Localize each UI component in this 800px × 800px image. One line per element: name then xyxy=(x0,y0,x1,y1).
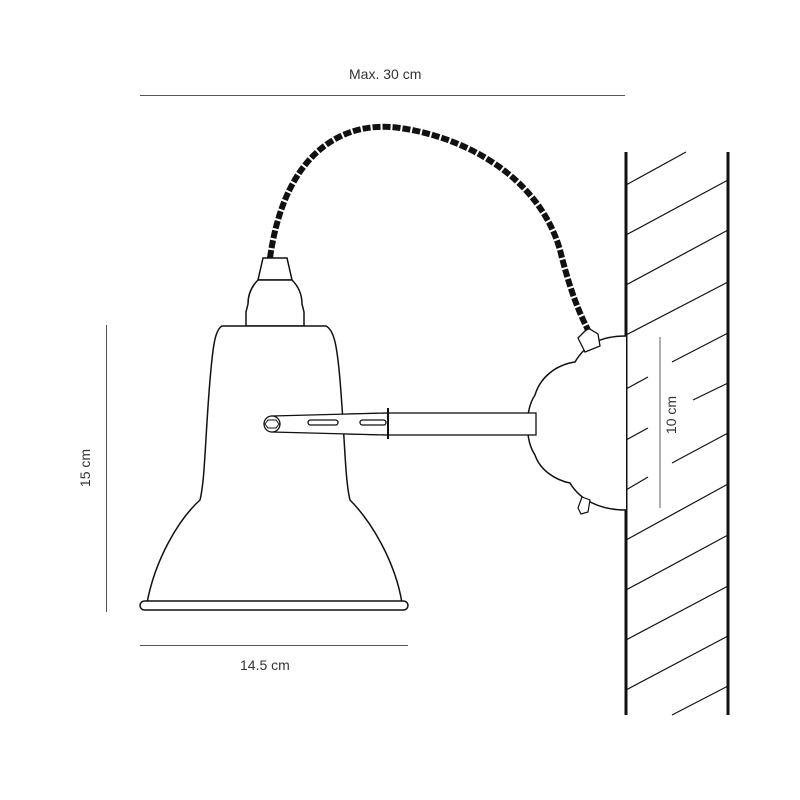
shade-height-label: 15 cm xyxy=(77,448,94,488)
switch xyxy=(577,496,591,515)
shade-width-label: 14.5 cm xyxy=(240,657,290,673)
shade-height-line xyxy=(106,325,107,612)
max-reach-label: Max. 30 cm xyxy=(349,66,422,82)
wall-section xyxy=(624,151,730,716)
shade xyxy=(139,257,409,611)
backplate-height-label: 10 cm xyxy=(663,395,680,435)
wall-hatching xyxy=(625,151,729,716)
shade-width-line xyxy=(140,645,408,646)
backplate xyxy=(526,335,627,511)
max-reach-line xyxy=(140,95,625,96)
cable xyxy=(267,123,591,332)
